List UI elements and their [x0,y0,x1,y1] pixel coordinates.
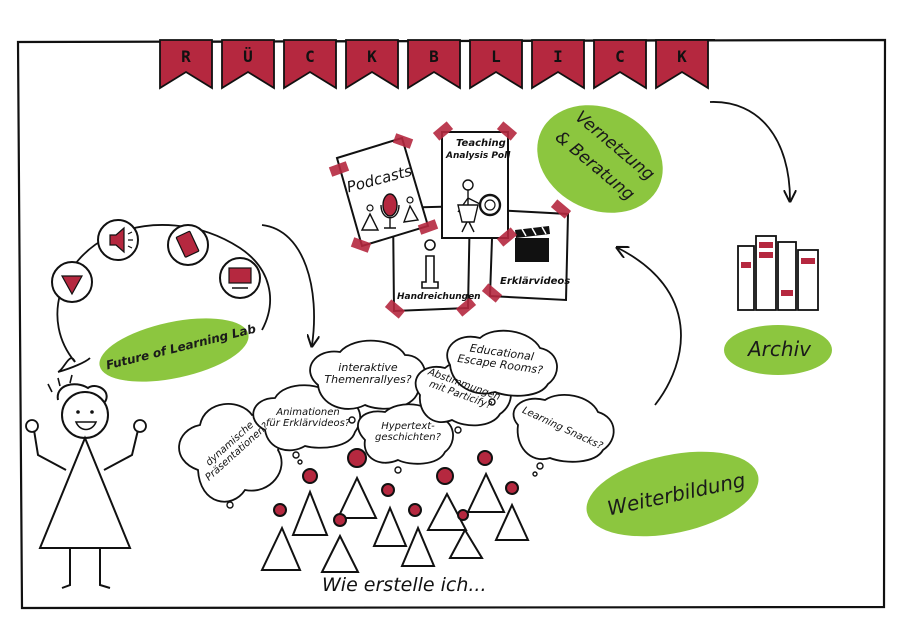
info-icon [421,239,439,289]
microphone-icon [360,193,420,231]
banner-letter: R [181,47,191,66]
lab-bubble [56,224,271,373]
person-icon [25,374,147,589]
banner-flag: I [531,39,585,90]
banner-flag: R [159,39,213,90]
banner-flag: C [593,39,647,90]
triangle-play-icon [51,261,93,303]
clapperboard-icon [515,226,550,262]
card-erklaervideos-label: Erklärvideos [500,276,571,287]
cloud-text-4: Hypertext-geschichten? [375,421,441,443]
archiv-blob [724,325,832,375]
binders-icon [737,235,819,311]
banner-letter: L [491,47,501,66]
question-label: Wie erstelle ich... [322,574,487,596]
banner-letter: K [677,47,687,66]
monitor-icon [219,257,261,299]
book-icon [167,224,209,266]
arrow-to-cards [618,248,682,406]
cloud-3 [309,339,427,410]
card-teaching-label-2: Analysis Poll [446,151,511,161]
magnifier-icon [457,179,502,233]
banner-letter: B [429,47,439,66]
arrow-to-archiv [709,101,790,200]
cloud-7 [512,393,615,463]
banner-flag: B [407,39,461,90]
cloud-6 [446,329,558,397]
card-handreichungen-label: Handreichungen [397,292,481,302]
banner-letter: I [553,47,563,66]
card-teaching-label-1: Teaching [456,138,506,149]
banner-letter: K [367,47,377,66]
arrow-to-crowd [261,224,314,345]
banner-letter: Ü [243,47,253,66]
banner-flag: K [345,39,399,90]
banner-letter: C [305,47,315,66]
banner-flag: Ü [221,39,275,90]
banner-flag: C [283,39,337,90]
crowd [260,448,530,573]
archiv-label: Archiv [748,337,811,361]
speaker-icon [97,219,139,261]
banner-flag: L [469,39,523,90]
banner-flag: K [655,39,709,90]
banner-letter: C [615,47,625,66]
